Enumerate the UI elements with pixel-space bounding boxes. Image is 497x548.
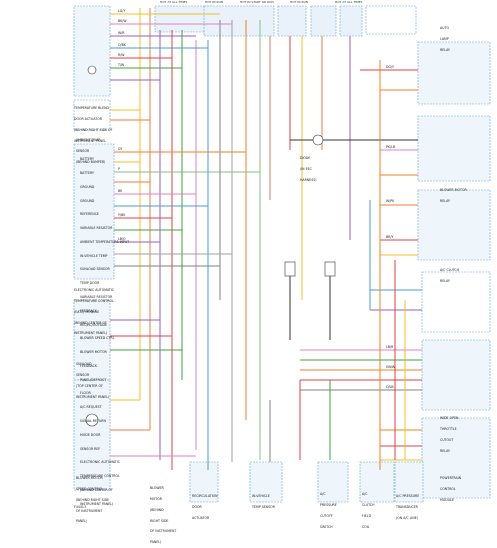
- fuse-header-4: HOT IN RUN: [290, 0, 309, 4]
- wire-code: LB/O: [118, 237, 126, 241]
- wire-code: LB/R: [386, 345, 394, 349]
- fuse-header-5: HOT AT ALL TIMES: [335, 0, 363, 4]
- wire-code: R/W: [118, 53, 125, 57]
- ac-clutch-coil-label: A/C CLUTCH FIELD COIL: [362, 492, 375, 529]
- auto-lamp-relay-label: AUTO LAMP RELAY: [440, 26, 450, 52]
- ambient-sensor-label: AMBIENT TEMP SENSOR (BEHIND BUMPER): [76, 138, 106, 164]
- wire-code: BK: [118, 189, 123, 193]
- wire-code: T/W: [118, 63, 125, 67]
- blower-relay-label: BLOWER MOTOR RELAY: [440, 188, 467, 203]
- wire-code: BR/Y: [386, 235, 394, 239]
- diode-label: DIODE (IN EEC HARNESS): [300, 156, 317, 182]
- blower-motor-label: BLOWER MOTOR (BEHIND RIGHT SIDE OF INSTR…: [150, 486, 177, 545]
- wot-relay-label: WIDE OPEN THROTTLE CUTOUT RELAY: [440, 416, 459, 453]
- wire-code: O/BK: [118, 43, 126, 47]
- wiring-diagram: HOT AT ALL TIMES HOT IN RUN HOT IN START…: [73, 0, 491, 544]
- ac-pressure-cutoff-label: A/C PRESSURE CUTOFF SWITCH: [320, 492, 337, 529]
- recirc-door-actuator-label: RECIRCULATION DOOR ACTUATOR: [192, 494, 218, 520]
- fuse-panel-top: [154, 5, 417, 37]
- fuse-header-1: HOT AT ALL TIMES: [160, 0, 188, 4]
- sunload-sensor-label: SUNLOAD SENSOR (TOP CENTER OF INSTRUMENT…: [76, 362, 110, 399]
- wire-code: Y/BK: [118, 213, 126, 217]
- wire-code: W/R: [118, 31, 125, 35]
- wire-code: LG/Y: [118, 9, 126, 13]
- wire-runs: [110, 8, 422, 470]
- ground-symbols: [85, 65, 336, 427]
- page-id: F44413: [74, 505, 86, 509]
- left-module-boxes: [73, 5, 115, 491]
- wire-code: DG/Y: [386, 65, 394, 69]
- wire-code: PK/LB: [386, 145, 396, 149]
- wiring-svg: [73, 5, 491, 503]
- wire-code: W/PK: [386, 199, 395, 203]
- in-vehicle-temp-sensor-label: IN-VEHICLE TEMP SENSOR: [252, 494, 275, 509]
- right-relay-boxes: [417, 41, 491, 499]
- eatc-module-title: ELECTRONIC AUTOMATIC TEMPERATURE CONTROL…: [74, 288, 115, 336]
- fuse-header-3: HOT IN START OR RUN: [240, 0, 274, 4]
- wire-code: O/LB: [386, 385, 394, 389]
- bottom-component-boxes: [189, 461, 424, 503]
- ac-clutch-relay-label: A/C CLUTCH RELAY: [440, 268, 460, 283]
- temp-blend-actuator-label: TEMPERATURE BLEND DOOR ACTUATOR (BEHIND …: [74, 106, 113, 143]
- ac-pressure-transducer-label: A/C PRESSURE TRANSDUCER (ON A/C LINE): [396, 494, 420, 520]
- wire-code: GY: [118, 147, 123, 151]
- fuse-header-2: HOT IN RUN: [205, 0, 224, 4]
- wire-code: P: [118, 167, 120, 171]
- wire-code: BK/W: [118, 19, 127, 23]
- wire-code: GN/W: [386, 365, 396, 369]
- eatc-pin-list: BATTERY BATTERY GROUND GROUND REFERENCE …: [80, 157, 130, 506]
- pcm-label: POWERTRAIN CONTROL MODULE: [440, 476, 462, 502]
- blower-speed-control-label: BLOWER MOTOR SPEED CONTROL (BEHIND RIGHT…: [76, 476, 110, 524]
